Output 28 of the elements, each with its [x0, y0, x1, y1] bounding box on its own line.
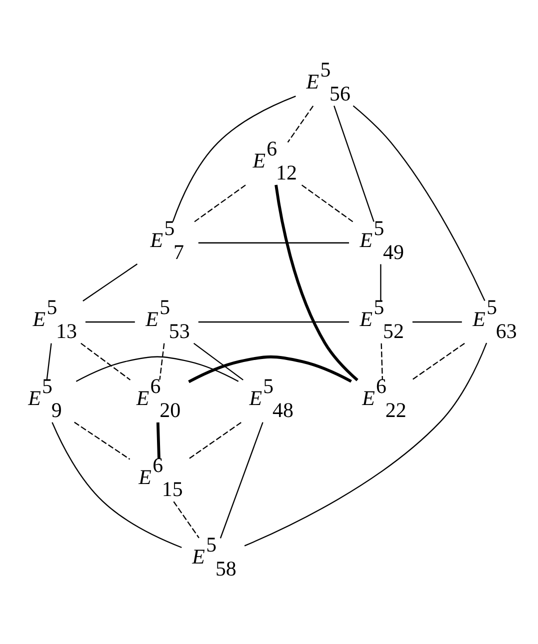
- connector: [82, 264, 138, 302]
- connector: [274, 184, 358, 382]
- connector: [52, 422, 182, 548]
- connector: [80, 342, 131, 380]
- connector: [301, 184, 354, 222]
- connector: [193, 342, 244, 380]
- connector: [172, 96, 296, 222]
- connector: [412, 321, 462, 323]
- connector: [156, 422, 160, 459]
- connector: [220, 422, 264, 538]
- connector: [188, 422, 242, 460]
- connector: [244, 342, 488, 546]
- connector: [198, 242, 350, 244]
- connector: [380, 264, 382, 301]
- connector: [188, 355, 352, 384]
- connector: [194, 184, 246, 222]
- connector: [159, 343, 165, 380]
- connector: [173, 501, 200, 538]
- connector: [76, 356, 239, 382]
- connector: [287, 106, 314, 143]
- connector: [85, 321, 135, 323]
- connector: [46, 343, 52, 380]
- connector: [334, 106, 374, 222]
- connector: [412, 342, 465, 380]
- connector: [352, 105, 486, 302]
- connector: [380, 343, 383, 380]
- connector: [74, 422, 130, 460]
- connector: [198, 321, 350, 323]
